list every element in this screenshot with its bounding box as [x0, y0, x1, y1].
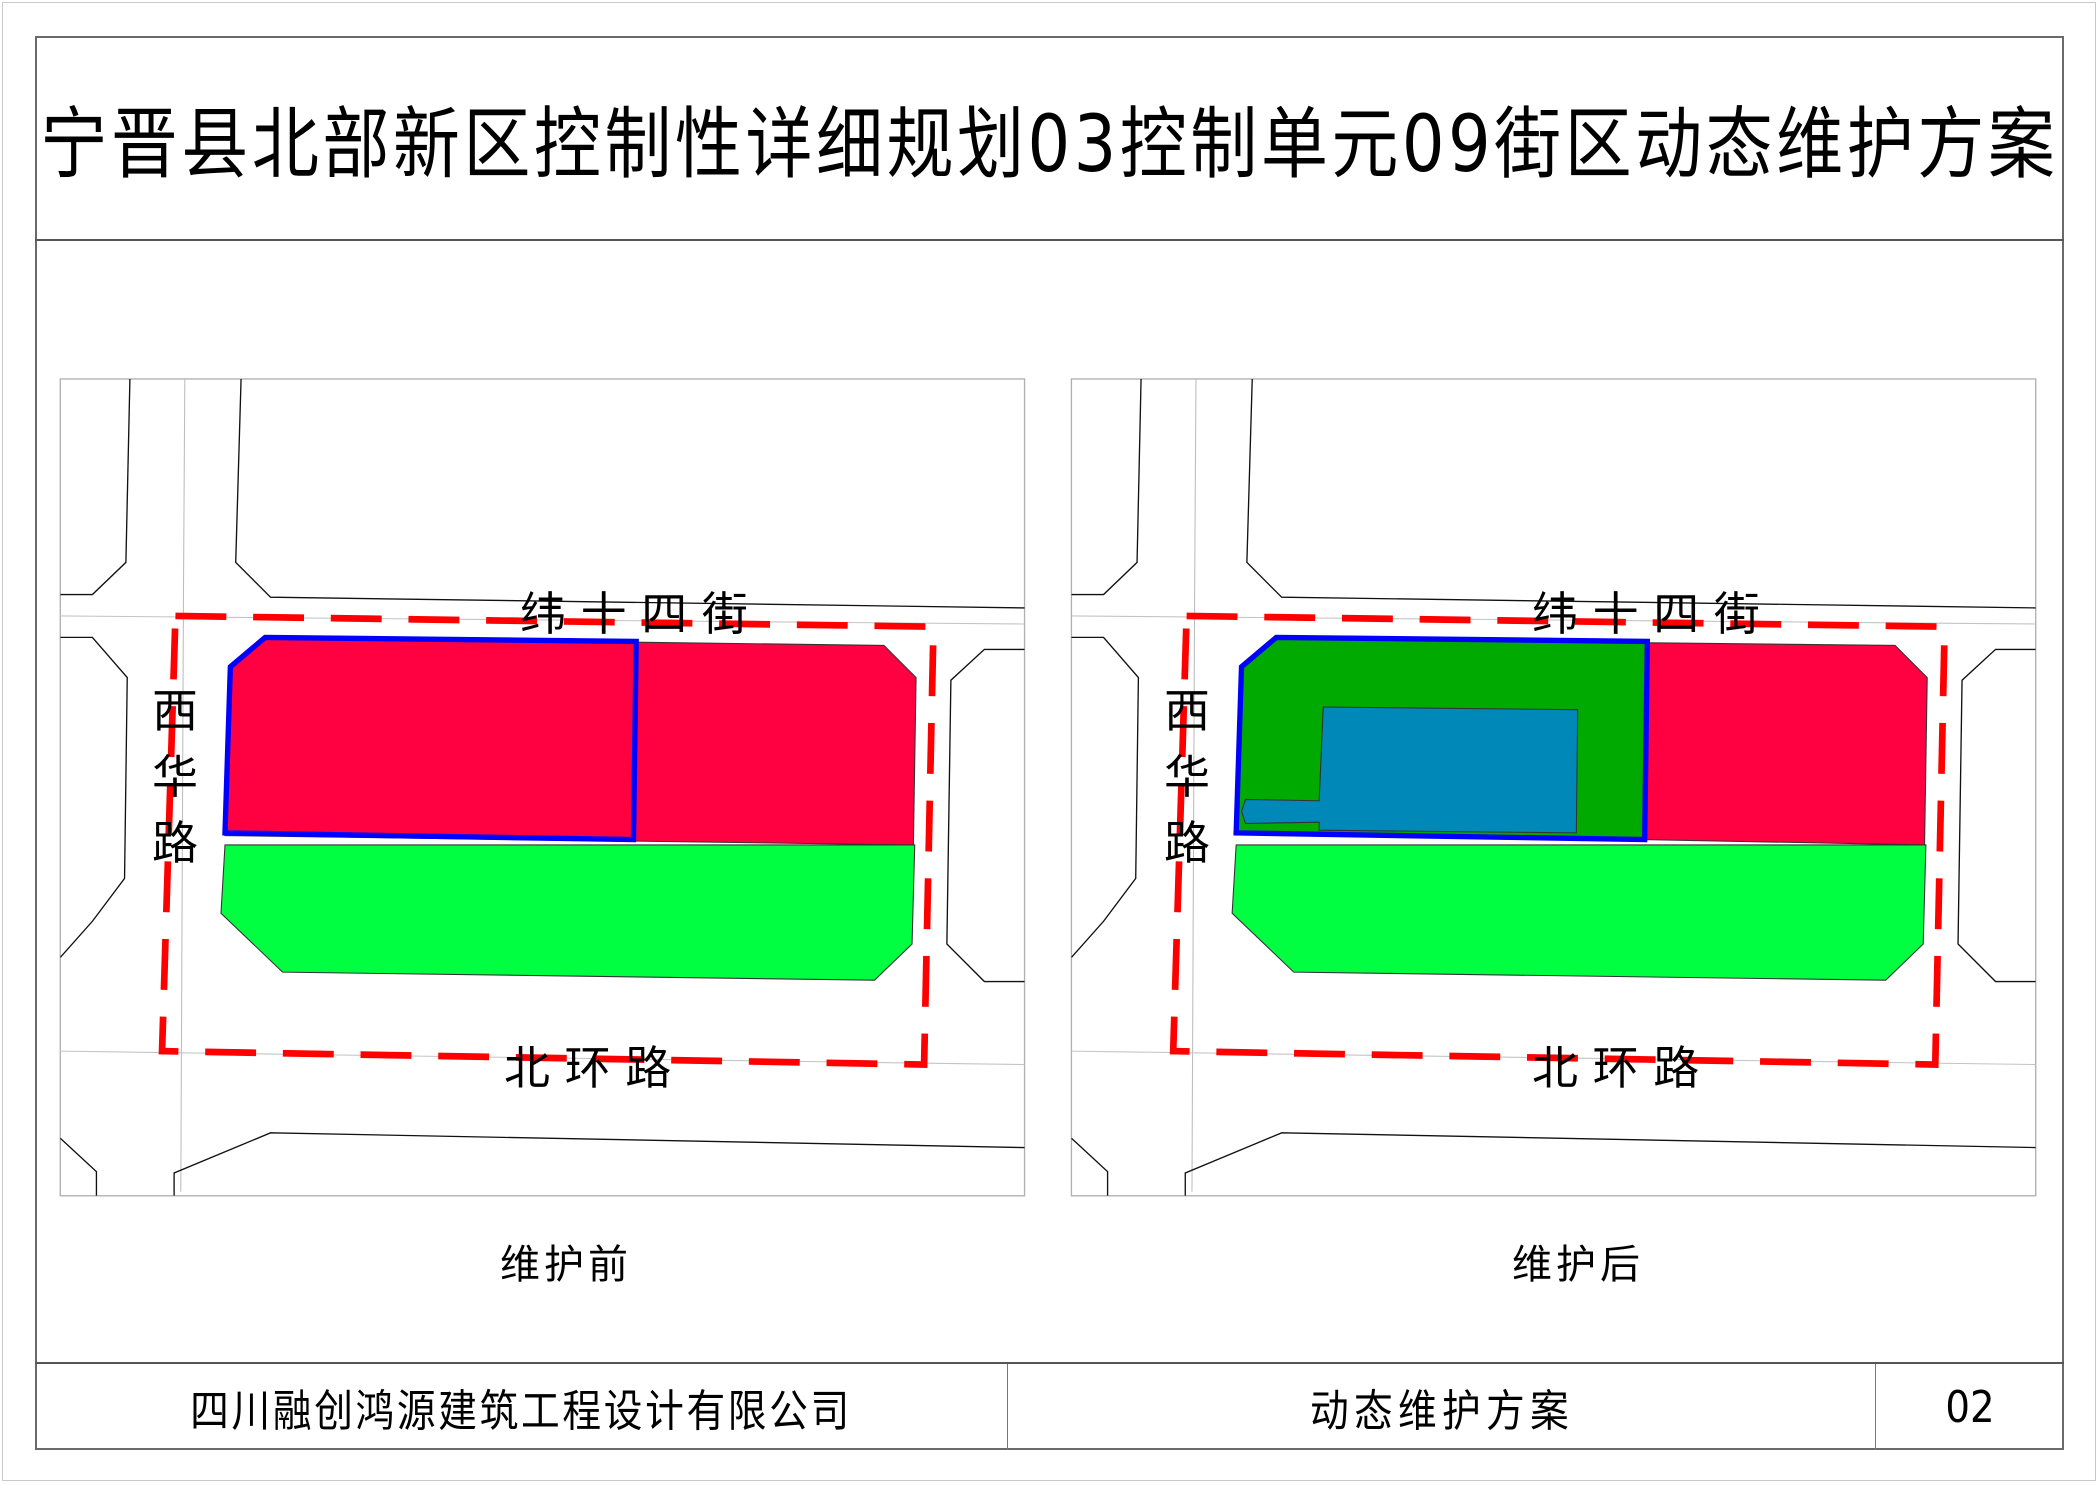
commercial-parcel [224, 636, 917, 846]
street-label-south: 北 环 路 [504, 1041, 672, 1095]
block-redline [158, 612, 937, 1068]
company-name: 四川融创鸿源建筑工程设计有限公司 [190, 1386, 852, 1437]
street-label-south: 北 环 路 [1532, 1041, 1700, 1095]
adjustment-boundary [1233, 634, 1651, 843]
drawing-name-cell: 动态维护方案 [1008, 1364, 1876, 1450]
street-label-north: 纬 十 四 街 [1532, 587, 1760, 641]
title-block-footer: 四川融创鸿源建筑工程设计有限公司 动态维护方案 02 [35, 1362, 2064, 1450]
adjustment-boundary [222, 634, 639, 843]
green-space-parcel [220, 844, 916, 981]
street-char: 华 [1164, 750, 1210, 804]
street-char: 西 [152, 684, 198, 738]
street-label-west: 西 华 路 [1162, 678, 1212, 876]
street-char: 华 [152, 750, 198, 804]
title-bar: 宁晋县北部新区控制性详细规划03控制单元09街区动态维护方案 [35, 36, 2064, 241]
map-caption-after: 维护后 [1512, 1242, 1644, 1288]
public-facility-parcel [1240, 706, 1579, 834]
green-space-parcel [1231, 844, 1927, 981]
drawing-name: 动态维护方案 [1309, 1386, 1574, 1437]
page-title: 宁晋县北部新区控制性详细规划03控制单元09街区动态维护方案 [40, 99, 2059, 190]
street-label-west: 西 华 路 [150, 678, 200, 876]
sheet-number-cell: 02 [1876, 1364, 2064, 1450]
map-before [59, 378, 1026, 1197]
street-char: 西 [1164, 684, 1210, 738]
map-caption-before: 维护前 [500, 1242, 632, 1288]
street-char: 路 [1164, 816, 1210, 870]
street-char: 路 [152, 816, 198, 870]
commercial-parcel [1642, 642, 1928, 846]
street-label-north: 纬 十 四 街 [520, 587, 748, 641]
company-cell: 四川融创鸿源建筑工程设计有限公司 [35, 1364, 1008, 1450]
map-after [1070, 378, 2037, 1197]
drawing-sheet-border [35, 36, 2064, 1450]
block-redline [1169, 612, 1949, 1068]
sheet-number: 02 [1945, 1381, 1995, 1433]
